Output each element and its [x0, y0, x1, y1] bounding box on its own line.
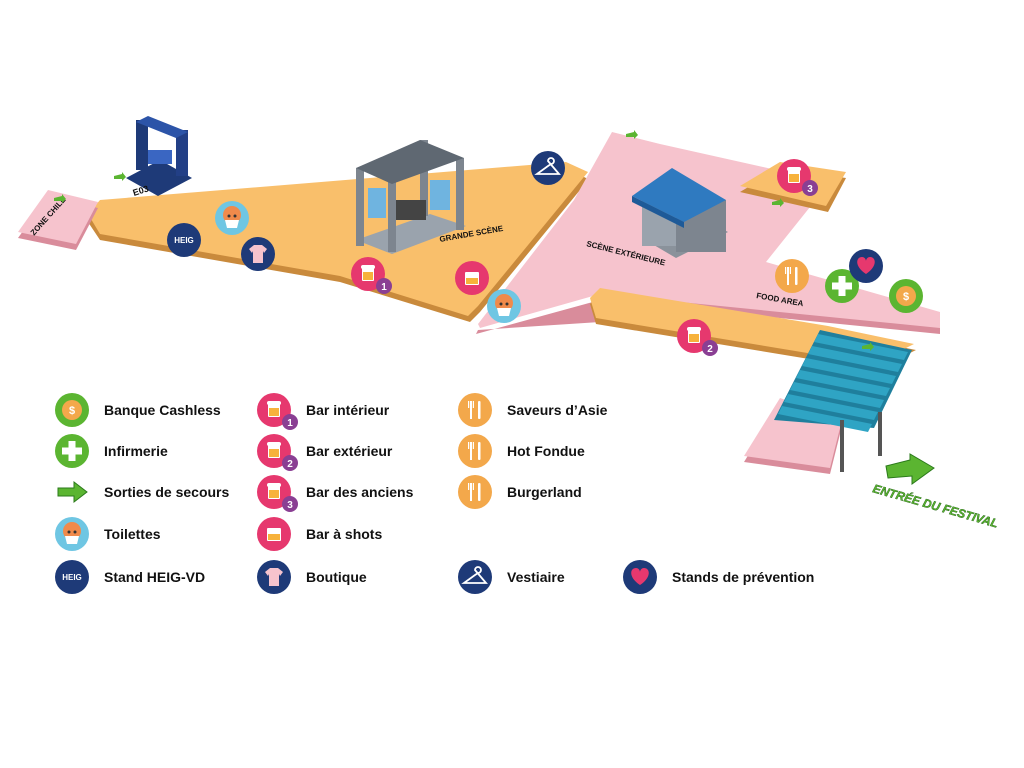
hanger-icon: [531, 151, 565, 185]
festival-entrance: ENTRÉE DU FESTIVAL: [871, 453, 1000, 531]
badge-icon: [802, 180, 818, 196]
e03-building: E03: [126, 116, 192, 198]
svg-text:1: 1: [381, 282, 387, 293]
toilet-icon: [487, 289, 521, 323]
beer-icon: 2: [677, 319, 718, 356]
svg-text:2: 2: [707, 344, 713, 355]
entrance-arrow-icon: [885, 453, 935, 485]
beer-icon: 1: [351, 257, 392, 294]
shot-icon: [455, 261, 489, 295]
cross-icon: [825, 269, 859, 303]
beer-icon: 3: [777, 159, 818, 196]
exit-arrow-icon: [114, 172, 126, 181]
svg-text:HEIG: HEIG: [174, 236, 194, 245]
coin-icon: $: [889, 279, 923, 313]
e03-label: E03: [132, 183, 150, 197]
heart-icon: [849, 249, 883, 283]
toilet-icon: [215, 201, 249, 235]
shirt-icon: [241, 237, 275, 271]
badge-icon: [702, 340, 718, 356]
exit-arrow-icon: [54, 194, 66, 203]
heig-icon: HEIG: [167, 223, 201, 257]
badge-icon: [376, 278, 392, 294]
entrance-label: ENTRÉE DU FESTIVAL: [871, 480, 1000, 530]
exit-arrow-icon: [626, 130, 638, 139]
svg-text:$: $: [903, 291, 909, 303]
svg-text:3: 3: [807, 184, 813, 195]
exit-arrow-icon: [862, 342, 874, 351]
emergency-exits: [54, 130, 874, 351]
entrance-stairs: [774, 330, 912, 472]
exit-arrow-icon: [772, 198, 784, 207]
cutlery-icon: [775, 259, 809, 293]
grande-scene-stage: GRANDE SCÈNE: [356, 140, 504, 254]
